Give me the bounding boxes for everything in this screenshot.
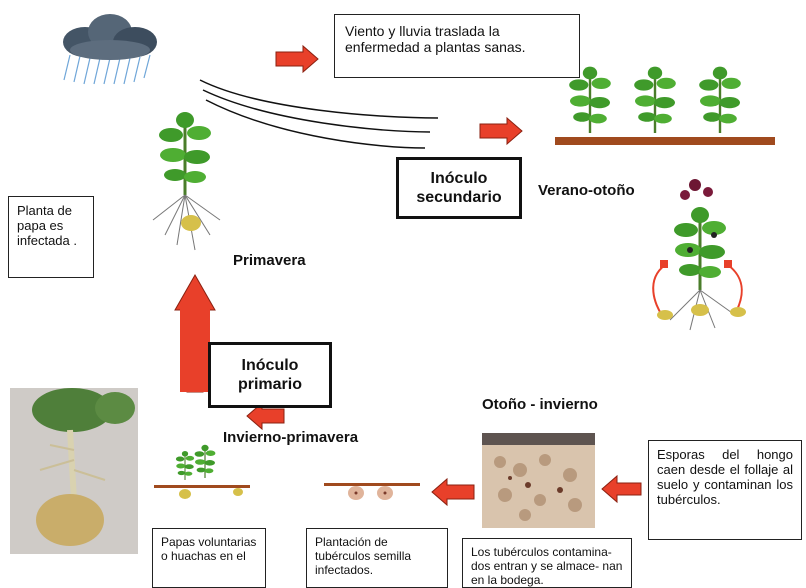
arrow-right-1 — [275, 44, 319, 74]
sprouted-potato-photo — [10, 388, 138, 554]
secondary-inoculum-box: Inóculo secundario — [396, 157, 522, 219]
winter-spring-label: Invierno-primavera — [223, 429, 359, 446]
volunteer-box: Papas voluntarias o huachas en el — [152, 528, 266, 588]
spring-label: Primavera — [233, 252, 306, 269]
diseased-plant-icon — [652, 179, 746, 331]
arrow-left-3 — [601, 474, 642, 504]
summer-autumn-label: Verano-otoño — [538, 182, 635, 199]
planted-tubers-icon — [324, 483, 420, 500]
wind-lines — [199, 79, 439, 149]
infected-plant-box: Planta de papa es infectada . — [8, 196, 94, 278]
summer-plants-icon — [555, 65, 775, 145]
spores-box: Esporas del hongo caen desde el follaje … — [648, 440, 802, 540]
storage-photo — [482, 433, 595, 528]
arrow-left-2 — [431, 477, 475, 507]
wind-rain-box: Viento y lluvia traslada la enfermedad a… — [334, 14, 580, 78]
planting-box: Plantación de tubérculos semilla infecta… — [306, 528, 448, 588]
volunteer-plants-icon — [154, 444, 250, 499]
primary-inoculum-box: Inóculo primario — [208, 342, 332, 408]
arrow-up — [174, 273, 216, 393]
cloud-rain-icon — [63, 14, 157, 85]
autumn-winter-label: Otoño - invierno — [482, 396, 598, 413]
arrow-right-2 — [479, 116, 523, 146]
storage-box: Los tubérculos contamina- dos entran y s… — [462, 538, 632, 588]
arrow-left-1 — [246, 401, 285, 431]
spring-plant-icon — [152, 110, 221, 251]
